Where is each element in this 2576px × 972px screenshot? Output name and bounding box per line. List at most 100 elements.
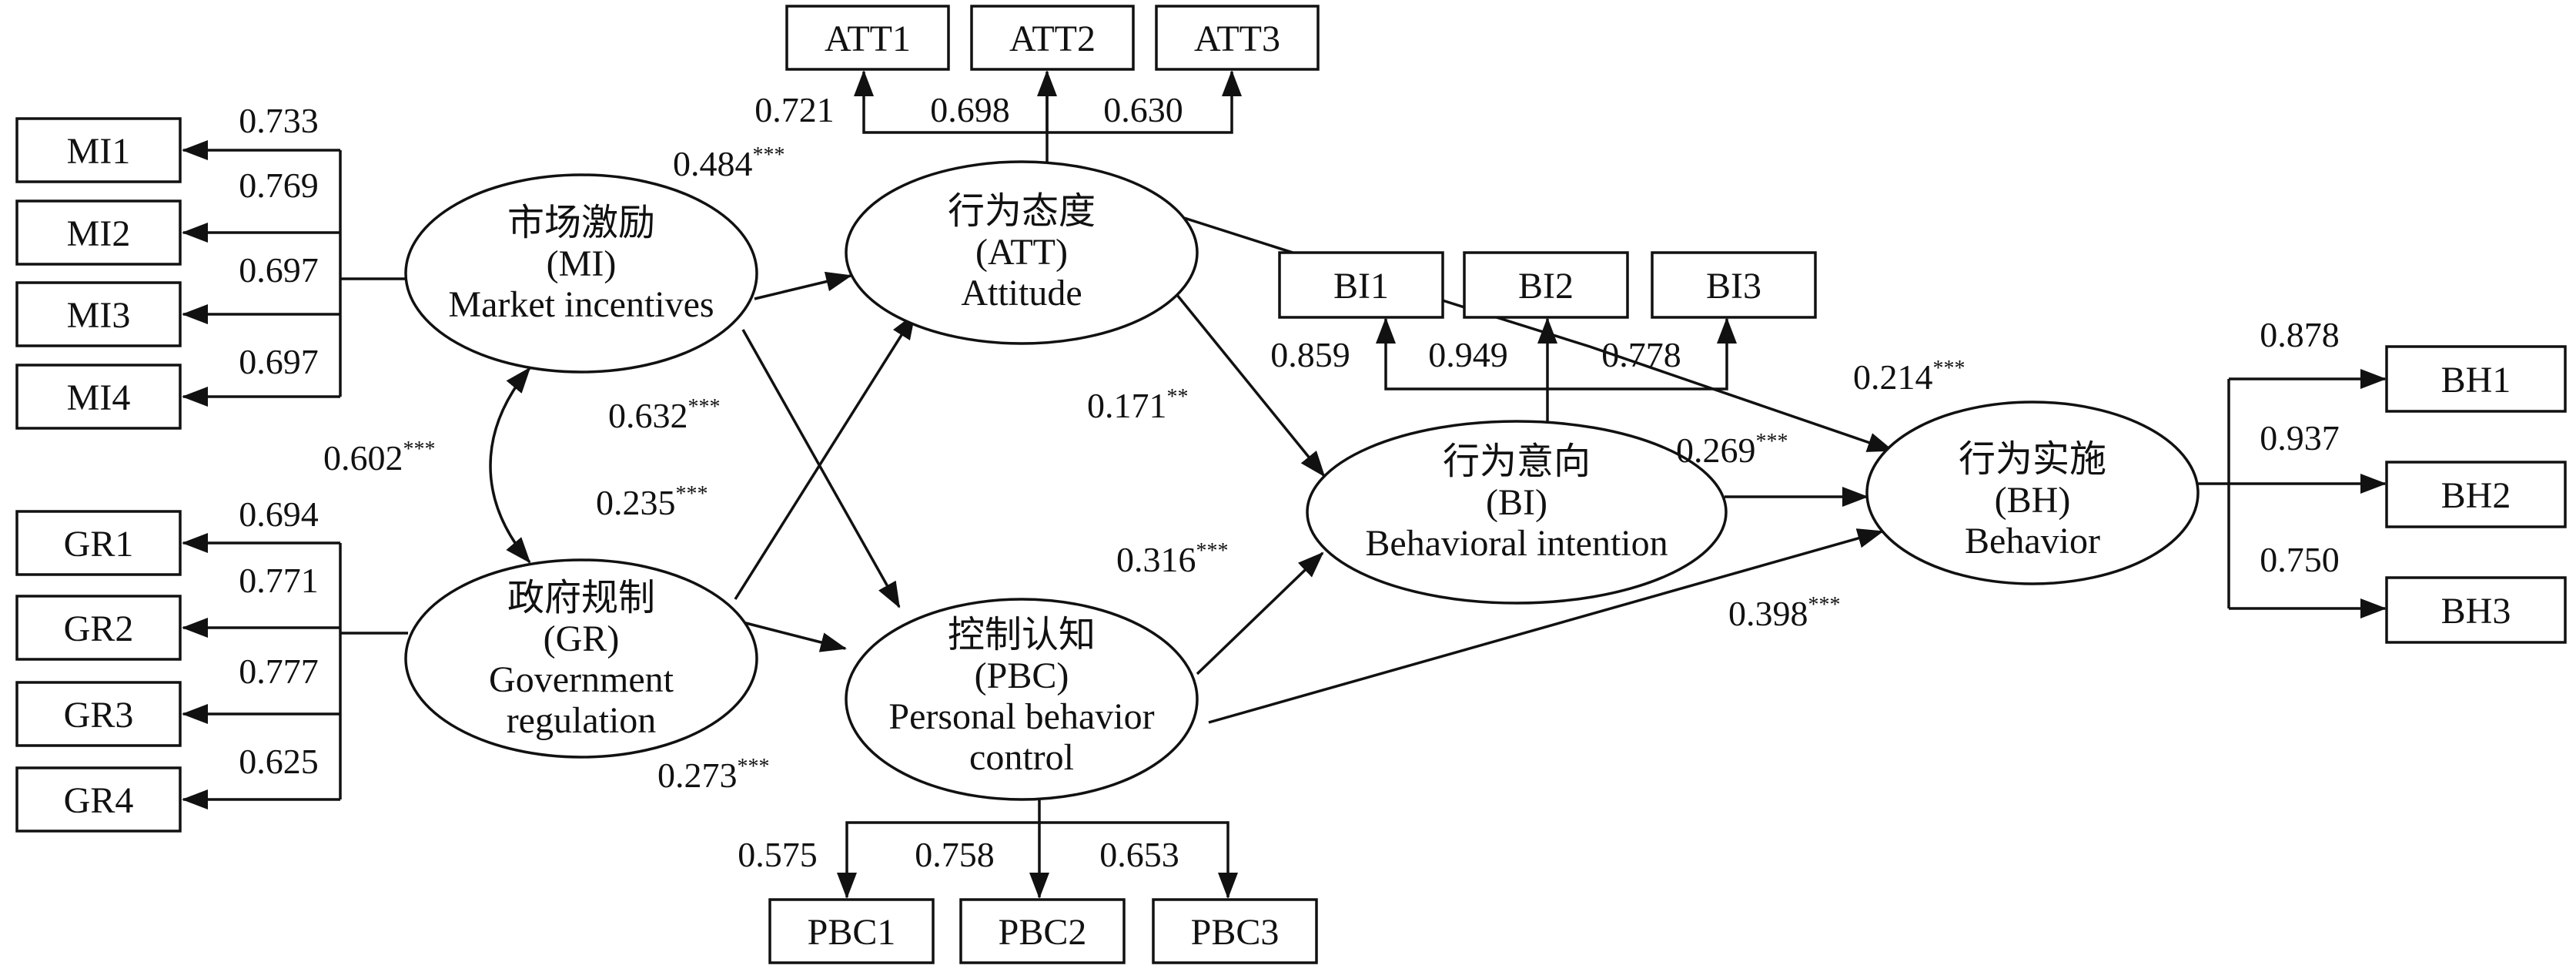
path-pbc-bi — [1196, 551, 1324, 675]
indicator-label: BH2 — [2441, 475, 2511, 516]
indicator-box-pbc3: PBC3 — [1152, 898, 1318, 964]
indicator-label: ATT1 — [825, 18, 911, 59]
construct-abbr-label: (BH) — [1995, 480, 2071, 521]
indicator-label: MI3 — [67, 295, 131, 336]
loading-bi1: 0.859 — [1270, 335, 1350, 374]
construct-en-label: Behavioral intention — [1365, 523, 1668, 564]
construct-zh-label: 市场激励 — [507, 203, 655, 243]
construct-en-label: Government — [489, 659, 674, 700]
construct-en-label-line2: control — [969, 737, 1074, 778]
indicator-box-mi2: MI2 — [15, 199, 182, 266]
indicator-label: MI1 — [67, 131, 131, 172]
coef-mi-gr-covariance: 0.602*** — [323, 437, 436, 478]
bi3-arrow — [1547, 317, 1737, 390]
loading-att1: 0.721 — [754, 90, 835, 129]
construct-en-label: Behavior — [1965, 521, 2100, 561]
indicator-box-mi4: MI4 — [15, 364, 182, 430]
loading-bi3: 0.778 — [1601, 335, 1681, 374]
construct-en-label: Personal behavior — [888, 696, 1154, 737]
indicator-label: GR3 — [64, 695, 134, 736]
pbc1-arrow — [837, 821, 1039, 899]
indicator-label: MI4 — [67, 377, 131, 418]
indicator-box-bh1: BH1 — [2385, 345, 2567, 413]
construct-ellipses: 市场激励 (MI) Market incentives 政府规制 (GR) Go… — [404, 160, 2200, 801]
path-pbc-bh — [1208, 528, 1884, 724]
indicator-label: GR2 — [64, 608, 134, 649]
indicator-label: ATT3 — [1194, 18, 1280, 59]
indicator-box-bh2: BH2 — [2385, 461, 2567, 528]
indicator-box-gr3: GR3 — [15, 681, 182, 747]
coef-att-bi: 0.171** — [1087, 385, 1189, 425]
loading-bh3: 0.750 — [2260, 540, 2340, 579]
indicator-label: BH1 — [2441, 360, 2511, 401]
loading-att3: 0.630 — [1103, 90, 1183, 129]
indicator-box-pbc2: PBC2 — [959, 898, 1126, 964]
loading-bh2: 0.937 — [2260, 418, 2340, 458]
loading-mi4: 0.697 — [239, 342, 319, 381]
indicator-box-bi2: BI2 — [1463, 251, 1629, 319]
coef-mi-pbc: 0.632*** — [608, 395, 721, 435]
indicator-box-mi3: MI3 — [15, 281, 182, 347]
construct-abbr-label: (PBC) — [975, 655, 1069, 696]
att1-arrow — [854, 70, 1047, 134]
indicator-boxes: MI1 MI2 MI3 MI4 GR1 GR2 GR3 GR4 ATT1 ATT… — [15, 5, 2567, 964]
coef-gr-pbc: 0.273*** — [657, 755, 770, 795]
indicator-label: GR1 — [64, 524, 134, 565]
indicator-label: PBC2 — [999, 912, 1087, 953]
construct-abbr-label: (BI) — [1486, 482, 1547, 523]
path-gr-att — [734, 313, 916, 600]
construct-abbr-label: (MI) — [547, 243, 617, 284]
coef-bi-bh: 0.269*** — [1676, 430, 1788, 470]
coef-att-bh: 0.214*** — [1853, 357, 1965, 397]
construct-zh-label: 控制认知 — [948, 615, 1096, 655]
construct-zh-label: 行为态度 — [948, 191, 1096, 232]
construct-mi: 市场激励 (MI) Market incentives — [404, 173, 758, 374]
indicator-label: GR4 — [64, 780, 134, 821]
bi1-arrow — [1376, 317, 1547, 390]
indicator-box-pbc1: PBC1 — [768, 898, 935, 964]
indicator-box-gr2: GR2 — [15, 595, 182, 661]
loading-pbc3: 0.653 — [1099, 835, 1179, 874]
construct-en-label: Attitude — [961, 273, 1082, 313]
loading-bi2: 0.949 — [1428, 335, 1508, 374]
indicator-box-bh3: BH3 — [2385, 576, 2567, 644]
loading-pbc2: 0.758 — [915, 835, 995, 874]
indicator-box-att2: ATT2 — [970, 5, 1135, 71]
construct-bi: 行为意向 (BI) Behavioral intention — [1306, 420, 1728, 605]
mi-bracket-line — [339, 150, 408, 397]
indicator-label: MI2 — [67, 213, 131, 254]
construct-zh-label: 行为实施 — [1959, 439, 2106, 480]
indicator-box-gr1: GR1 — [15, 510, 182, 576]
loading-pbc1: 0.575 — [738, 835, 818, 874]
construct-en-label: Market incentives — [448, 284, 714, 325]
path-coefficients: 0.484*** 0.632*** 0.235*** 0.273*** 0.17… — [323, 143, 1965, 795]
indicator-label: BH3 — [2441, 591, 2511, 632]
loading-bh1: 0.878 — [2260, 315, 2340, 354]
construct-zh-label: 政府规制 — [507, 578, 655, 618]
loading-labels: 0.733 0.769 0.697 0.697 0.694 0.771 0.77… — [239, 90, 2340, 874]
construct-bh: 行为实施 (BH) Behavior — [1865, 401, 2200, 585]
loading-mi2: 0.769 — [239, 166, 319, 205]
indicator-label: BI1 — [1333, 266, 1389, 307]
gr-bracket-line — [339, 543, 408, 799]
covariance-mi-gr — [489, 367, 531, 564]
loading-mi3: 0.697 — [239, 250, 319, 290]
path-mi-pbc — [741, 329, 901, 608]
coef-pbc-bi: 0.316*** — [1116, 539, 1229, 579]
loading-gr3: 0.777 — [239, 652, 319, 691]
att3-arrow — [1047, 70, 1242, 134]
bh-bracket-line — [2198, 379, 2230, 608]
construct-en-label-line2: regulation — [507, 700, 657, 741]
indicator-box-bi3: BI3 — [1651, 251, 1817, 319]
construct-pbc: 控制认知 (PBC) Personal behavior control — [845, 598, 1199, 801]
indicator-label: BI3 — [1706, 266, 1761, 307]
loading-gr4: 0.625 — [239, 742, 319, 781]
indicator-label: PBC3 — [1191, 912, 1280, 953]
indicator-label: PBC1 — [808, 912, 896, 953]
loading-mi1: 0.733 — [239, 101, 319, 140]
path-mi-att — [754, 271, 852, 300]
indicator-label: BI2 — [1518, 266, 1574, 307]
indicator-box-gr4: GR4 — [15, 766, 182, 833]
coef-mi-att: 0.484*** — [673, 143, 785, 183]
